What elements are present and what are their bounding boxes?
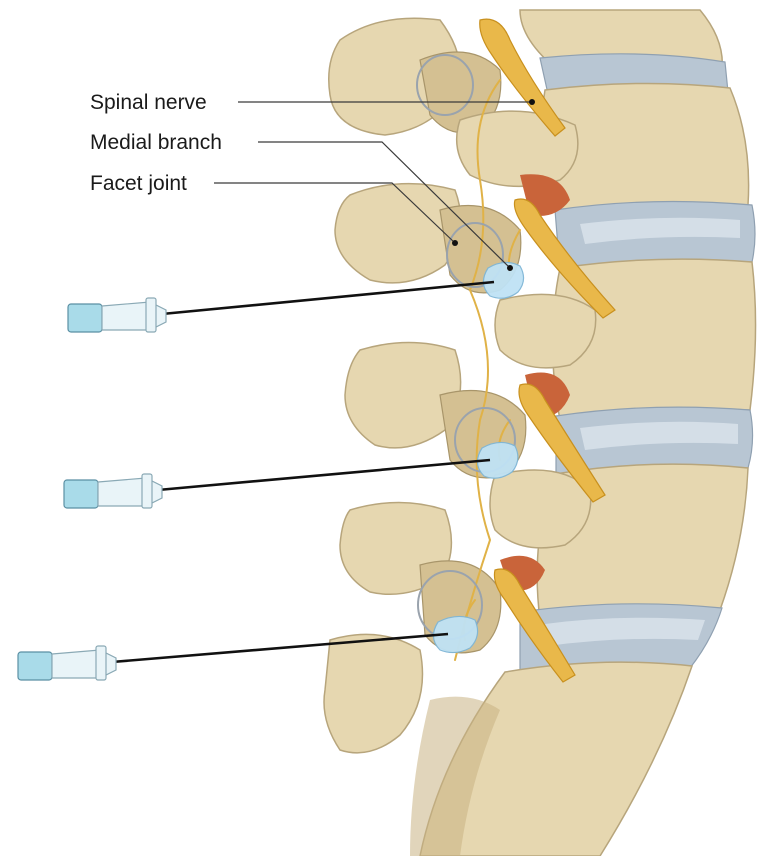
needle-upper: [67, 280, 495, 333]
medial-branch-leader-dot: [507, 265, 513, 271]
needle-middle: [63, 458, 491, 509]
posterior-elements: [323, 17, 597, 754]
label-spinal-nerve: Spinal nerve: [90, 91, 207, 114]
facet-joint-leader: [214, 182, 456, 244]
label-facet-joint: Facet joint: [90, 172, 187, 195]
spinal-nerves: [479, 18, 616, 683]
medial-branch-leader: [258, 141, 511, 269]
injection-site-lower: [432, 615, 479, 654]
injection-sites: [432, 261, 525, 654]
label-medial-branch: Medial branch: [90, 131, 222, 154]
facet-joint-leader-dot: [452, 240, 458, 246]
leader-lines: [214, 99, 535, 271]
needle-lower: [17, 632, 449, 681]
spinal-nerve-leader-dot: [529, 99, 535, 105]
injection-site-upper: [482, 261, 525, 299]
injection-site-middle: [476, 441, 519, 479]
